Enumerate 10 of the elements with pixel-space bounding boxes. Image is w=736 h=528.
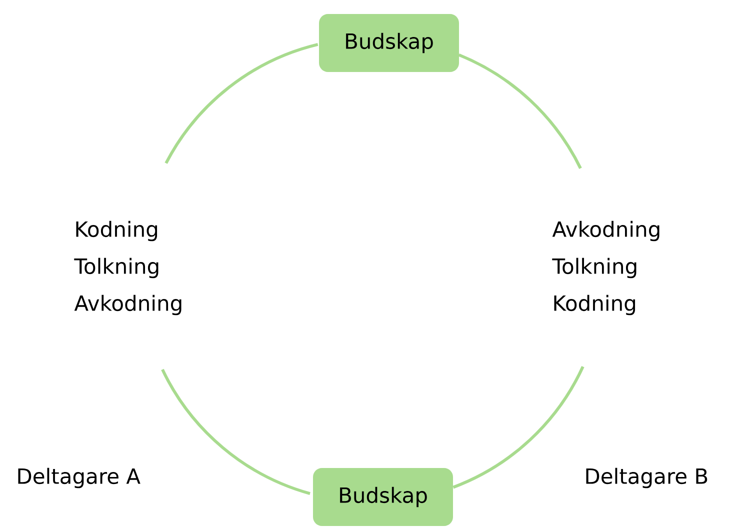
connector-arc — [452, 366, 584, 489]
connector-arc — [164, 42, 318, 164]
message-box: Budskap — [313, 468, 453, 526]
connector-arc — [161, 368, 310, 495]
participant-label: Deltagare A — [18, 468, 140, 488]
message-box: Budskap — [319, 14, 459, 72]
step-list: Kodning Tolkning Avkodning — [74, 220, 182, 316]
connector-arc — [458, 54, 582, 169]
participant-label: Deltagare B — [586, 468, 708, 488]
step-list: Avkodning Tolkning Kodning — [552, 220, 660, 316]
